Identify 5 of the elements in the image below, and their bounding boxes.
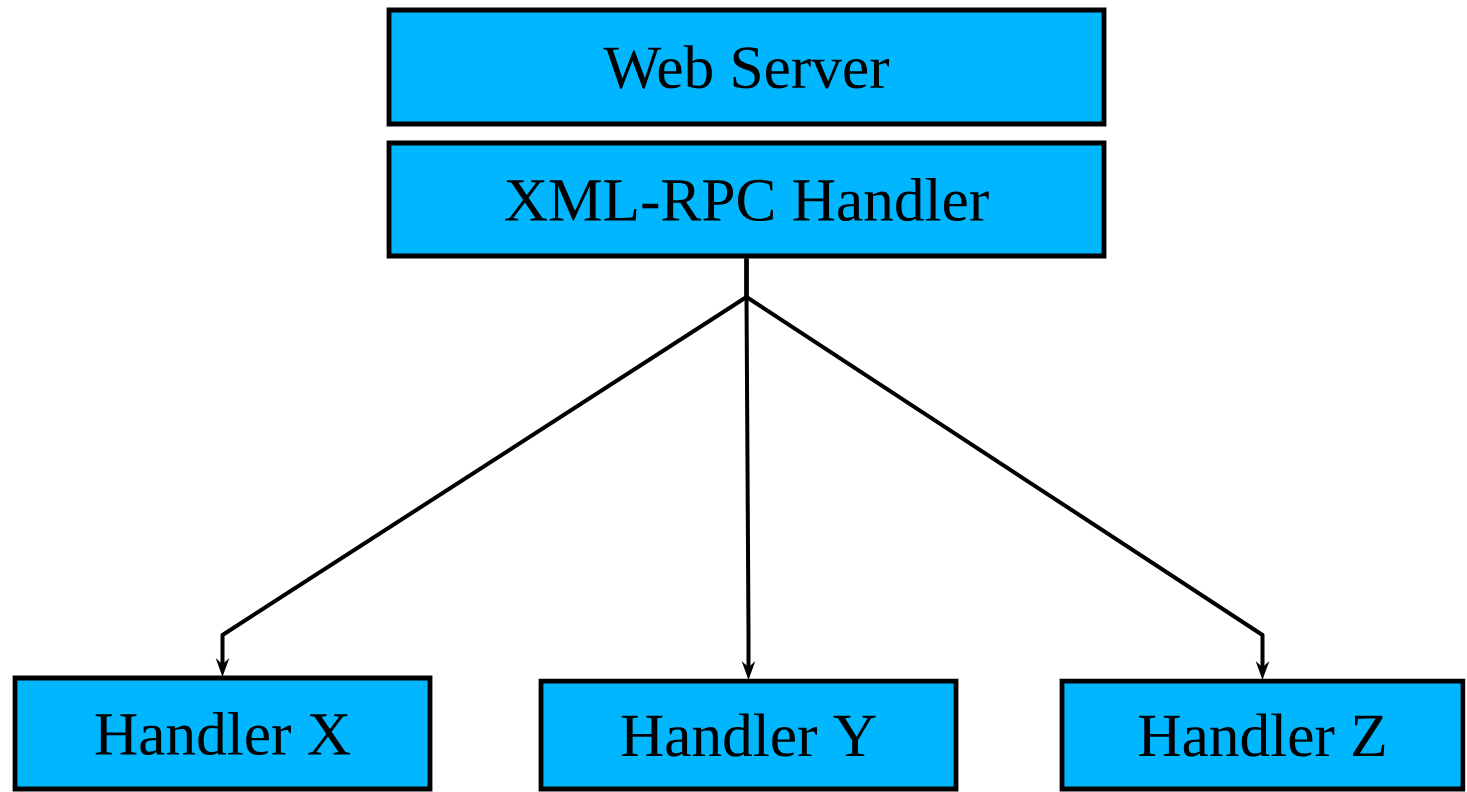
process-box: Web Server [386,7,1107,127]
process-box: Handler X [12,675,433,792]
process-box: XML-RPC Handler [386,140,1107,259]
process-box: Handler Z [1059,678,1466,792]
process-box: Handler Y [538,678,959,792]
